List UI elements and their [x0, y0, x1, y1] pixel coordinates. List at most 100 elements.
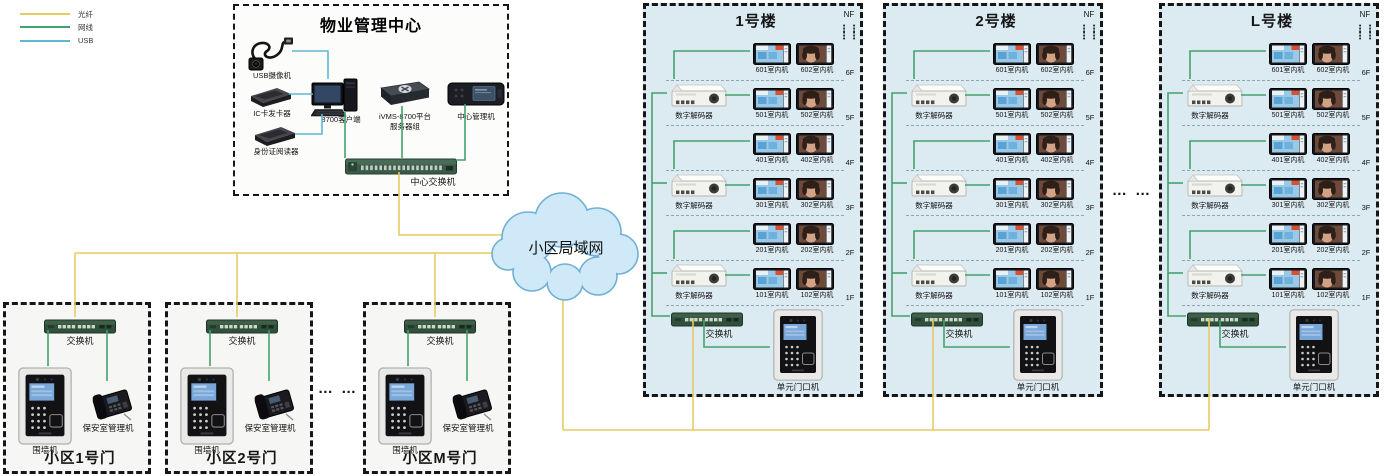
decoder-icon [1186, 262, 1244, 295]
indoor-unit-video-icon [1312, 223, 1350, 250]
ic-card-issuer-label: IC卡发卡器 [253, 109, 291, 118]
decoder-icon [1186, 82, 1244, 115]
guard-station-label: 保安室管理机 [82, 423, 134, 433]
wall-station-label: 围墙机 [392, 445, 418, 455]
indoor-unit-label: 502室内机 [1316, 112, 1350, 119]
indoor-unit-screen-icon [993, 133, 1031, 160]
decoder-icon [1186, 172, 1244, 205]
floor-separator [666, 170, 844, 171]
indoor-unit-label: 201室内机 [1271, 247, 1305, 254]
indoor-unit-label: 102室内机 [1040, 292, 1074, 299]
indoor-unit-label: 602室内机 [1316, 67, 1350, 74]
indoor-unit-screen-icon [993, 88, 1031, 115]
indoor-unit-label: 201室内机 [995, 247, 1029, 254]
indoor-unit-label: 501室内机 [995, 112, 1029, 119]
lan-cloud-label: 小区局域网 [528, 240, 604, 257]
decoder-label: 数字解码器 [675, 201, 713, 210]
floor-label: 2F [1085, 248, 1095, 257]
wall-station-label: 围墙机 [194, 445, 220, 455]
floor-label: 2F [1361, 248, 1371, 257]
gates-ellipsis: … … [317, 380, 359, 397]
indoor-unit-label: 401室内机 [1271, 157, 1305, 164]
network-switch-icon [404, 317, 476, 339]
switch-label: 交换机 [1221, 329, 1249, 339]
indoor-unit-label: 202室内机 [1040, 247, 1074, 254]
client-workstation-icon [310, 78, 363, 125]
indoor-unit-label: 302室内机 [1316, 202, 1350, 209]
decoder-label: 数字解码器 [675, 291, 713, 300]
indoor-unit-label: 602室内机 [800, 67, 834, 74]
decoder-icon [910, 172, 968, 205]
indoor-unit-video-icon [796, 133, 834, 160]
door-station-label: 单元门口机 [1292, 382, 1336, 392]
floor-label: 4F [845, 158, 855, 167]
floor-separator [906, 125, 1084, 126]
center-switch-label: 中心交换机 [410, 177, 456, 187]
indoor-unit-label: 101室内机 [995, 292, 1029, 299]
indoor-unit-label: 401室内机 [755, 157, 789, 164]
lan-cloud [491, 192, 639, 301]
indoor-unit-video-icon [1312, 43, 1350, 70]
decoder-label: 数字解码器 [915, 201, 953, 210]
decoder-label: 数字解码器 [1191, 291, 1229, 300]
indoor-unit-label: 601室内机 [755, 67, 789, 74]
indoor-unit-screen-icon [753, 43, 791, 70]
indoor-unit-screen-icon [1269, 88, 1307, 115]
decoder-label: 数字解码器 [915, 291, 953, 300]
guard-station-label: 保安室管理机 [442, 423, 494, 433]
gate-box: 交换机 围墙机 保安室管理机小区2号门 [165, 302, 313, 474]
floor-separator [1182, 215, 1360, 216]
indoor-unit-label: 501室内机 [755, 112, 789, 119]
indoor-unit-screen-icon [1269, 43, 1307, 70]
indoor-unit-video-icon [1312, 133, 1350, 160]
indoor-unit-label: 301室内机 [1271, 202, 1305, 209]
lan-line-swatch [20, 26, 70, 28]
building-title: 1号楼 [735, 13, 777, 30]
floor-label: 6F [845, 68, 855, 77]
id-card-reader-label: 身份证阅读器 [253, 147, 299, 156]
door-station-icon [773, 309, 823, 386]
usb-camera-icon [247, 34, 295, 77]
indoor-unit-screen-icon [993, 268, 1031, 295]
wall-station-icon [378, 367, 432, 450]
floor-label: 6F [1085, 68, 1095, 77]
guard-station-icon [449, 383, 495, 426]
floor-label: 3F [1085, 203, 1095, 212]
top-floor-label: NF [1359, 10, 1371, 19]
indoor-unit-video-icon [1036, 223, 1074, 250]
indoor-unit-label: 101室内机 [755, 292, 789, 299]
switch-label: 交换机 [228, 336, 256, 346]
floors-continuation-dots: ⋮⋮ ⋮⋮ [839, 24, 859, 43]
decoder-icon [910, 262, 968, 295]
guard-station-icon [251, 383, 297, 426]
indoor-unit-label: 502室内机 [1040, 112, 1074, 119]
floor-separator [666, 305, 844, 306]
legend: 光纤 网线 USB [0, 0, 120, 55]
indoor-unit-video-icon [1312, 88, 1350, 115]
indoor-unit-screen-icon [993, 178, 1031, 205]
door-station-icon [1289, 309, 1339, 386]
network-switch-icon [44, 317, 116, 339]
top-floor-label: NF [1083, 10, 1095, 19]
indoor-unit-screen-icon [753, 223, 791, 250]
indoor-unit-label: 601室内机 [1271, 67, 1305, 74]
indoor-unit-label: 502室内机 [800, 112, 834, 119]
indoor-unit-video-icon [796, 268, 834, 295]
indoor-unit-label: 402室内机 [1040, 157, 1074, 164]
indoor-unit-video-icon [1036, 178, 1074, 205]
floor-separator [906, 305, 1084, 306]
server-label-line2: 服务器组 [390, 122, 420, 131]
indoor-unit-screen-icon [1269, 178, 1307, 205]
switch-label: 交换机 [945, 329, 973, 339]
gate-box: 交换机 围墙机 保安室管理机小区1号门 [3, 302, 151, 474]
floor-separator [666, 260, 844, 261]
building-title: L号楼 [1250, 13, 1294, 30]
indoor-unit-label: 401室内机 [995, 157, 1029, 164]
floor-separator [906, 80, 1084, 81]
floor-separator [1182, 80, 1360, 81]
indoor-unit-video-icon [1312, 178, 1350, 205]
floor-separator [666, 125, 844, 126]
